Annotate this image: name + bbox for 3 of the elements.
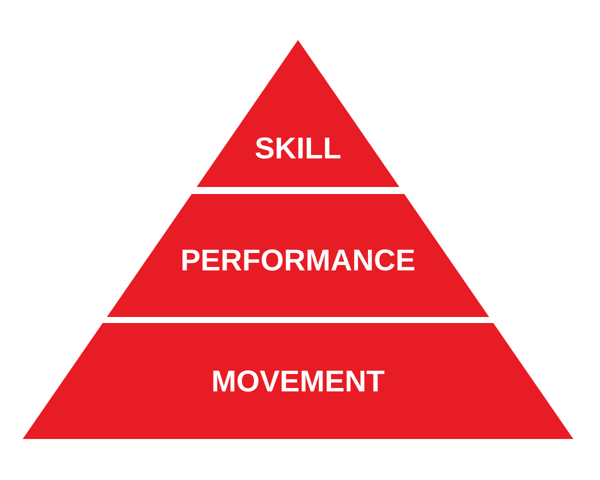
pyramid-level: SKILL bbox=[196, 40, 400, 187]
pyramid-level: PERFORMANCE bbox=[106, 194, 490, 317]
pyramid-level: MOVEMENT bbox=[22, 323, 574, 439]
